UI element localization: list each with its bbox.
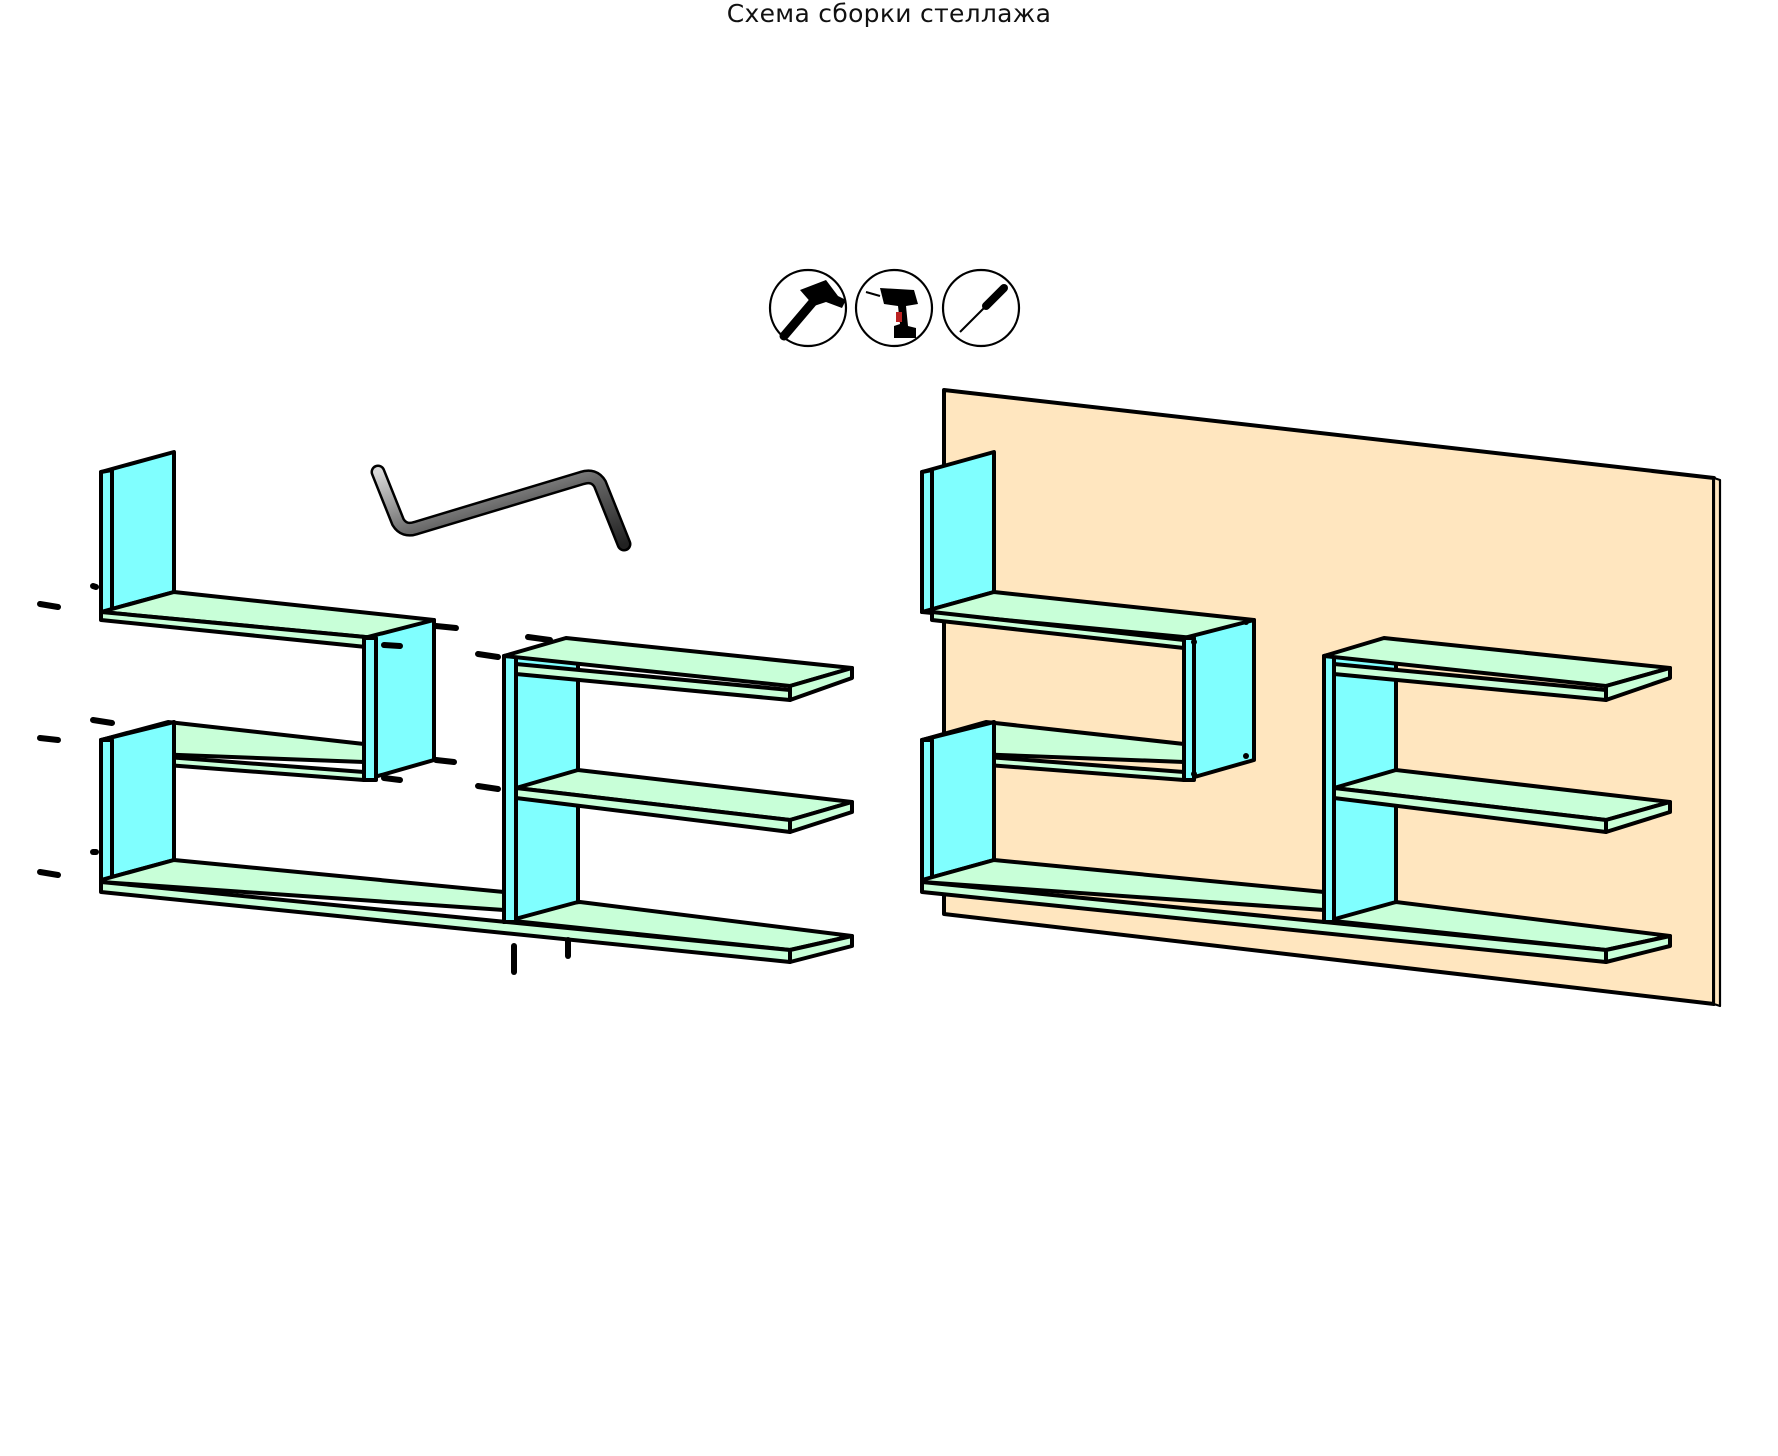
- assembled-box-side: [1182, 618, 1256, 782]
- assembled-shelf-right-upper: [1322, 636, 1672, 702]
- hammer-icon: [768, 268, 848, 348]
- shelf-right-middle: [514, 768, 854, 834]
- left-panel-bottom: [99, 720, 176, 882]
- shelf-bottom-long: [99, 858, 854, 964]
- page-title: Схема сборки стеллажа: [726, 0, 1052, 28]
- shelf-upper-left: [99, 590, 436, 650]
- drill-icon: [854, 268, 934, 348]
- assembled-left-panel-top: [920, 450, 996, 614]
- exploded-shelf-unit: [37, 450, 854, 975]
- screwdriver-icon: [941, 268, 1021, 348]
- left-panel-top: [99, 450, 176, 614]
- assembled-left-panel-bottom: [920, 720, 996, 882]
- screw-markers: [37, 583, 571, 975]
- assembled-shelf-right-middle: [1332, 768, 1672, 834]
- allen-key-icon: [370, 464, 632, 552]
- assembled-shelf-unit: [920, 450, 1672, 964]
- shelf-right-upper: [502, 636, 854, 702]
